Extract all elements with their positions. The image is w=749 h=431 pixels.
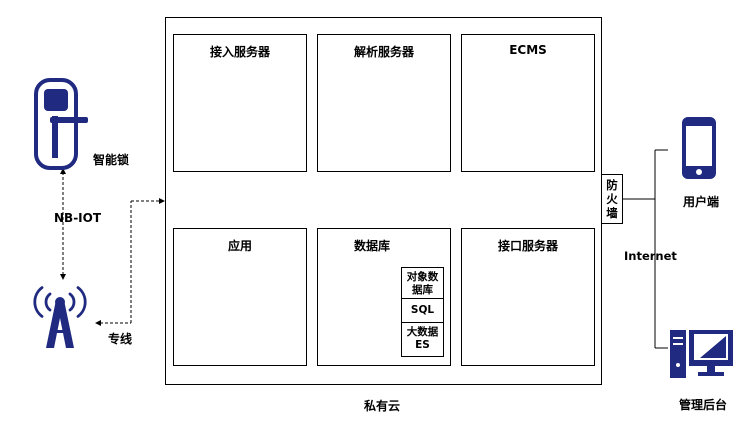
nbiot-label: NB-IOT bbox=[54, 211, 102, 225]
internet-label: Internet bbox=[624, 249, 677, 263]
parsing-server-box: 解析服务器 bbox=[317, 34, 451, 172]
object-database-label: 对象数 据库 bbox=[406, 271, 439, 296]
antenna-tower-icon bbox=[33, 286, 87, 348]
arrow-head bbox=[159, 198, 165, 204]
application-box: 应用 bbox=[173, 228, 307, 366]
smart-lock-icon bbox=[34, 78, 88, 170]
arrow-head bbox=[95, 320, 101, 326]
arrow-head bbox=[60, 274, 66, 280]
sql-label: SQL bbox=[410, 304, 435, 316]
smart-lock-label: 智能锁 bbox=[93, 153, 130, 167]
database-title: 数据库 bbox=[354, 239, 391, 253]
application-title: 应用 bbox=[227, 239, 252, 253]
interface-server-box: 接口服务器 bbox=[461, 228, 595, 366]
arrow-head bbox=[60, 168, 66, 174]
dedicated-line-label: 专线 bbox=[108, 332, 133, 346]
firewall-label: 防 火 墙 bbox=[606, 178, 618, 220]
admin-backend-label: 管理后台 bbox=[679, 398, 728, 412]
ecms-box: ECMS bbox=[461, 34, 595, 172]
bigdata-es-label: 大数据 ES bbox=[406, 326, 439, 351]
user-side-label: 用户端 bbox=[683, 195, 720, 209]
interface-server-title: 接口服务器 bbox=[497, 239, 558, 253]
phone-icon bbox=[682, 117, 716, 179]
database-stores-panel: 对象数 据库 SQL 大数据 ES bbox=[401, 267, 444, 357]
private-cloud-label: 私有云 bbox=[364, 399, 401, 413]
parsing-server-title: 解析服务器 bbox=[353, 45, 414, 59]
desktop-computer-icon bbox=[670, 330, 733, 378]
ecms-title: ECMS bbox=[509, 43, 547, 57]
access-server-title: 接入服务器 bbox=[209, 45, 270, 59]
firewall-box: 防 火 墙 bbox=[601, 174, 623, 224]
database-box: 数据库 对象数 据库 SQL 大数据 ES bbox=[317, 228, 451, 366]
access-server-box: 接入服务器 bbox=[173, 34, 307, 172]
